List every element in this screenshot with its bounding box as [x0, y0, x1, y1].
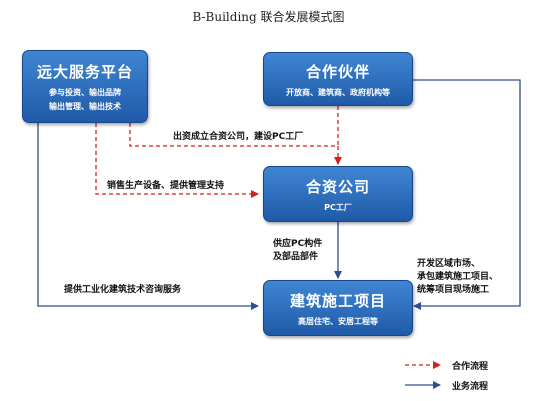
arrow-sell	[95, 123, 259, 198]
joint-venture-sub: PC工厂	[324, 203, 352, 212]
legend-cooperation-label: 合作流程	[452, 362, 489, 372]
arrow-invest	[129, 123, 342, 165]
label-supply-2: 及部品部件	[273, 252, 319, 262]
construction-project-name: 建筑施工项目	[289, 292, 386, 310]
label-sell: 销售生产设备、提供管理支持	[107, 181, 225, 191]
label-supply-1: 供应PC构件	[273, 239, 323, 249]
diagram-title: B-Building 联合发展模式图	[192, 10, 345, 24]
label-invest: 出资成立合资公司，建设PC工厂	[173, 132, 304, 142]
arrow-partner-project	[412, 79, 521, 310]
label-right-3: 统筹项目现场施工	[417, 285, 490, 295]
partner-sub: 开放商、建筑商、政府机构等	[286, 88, 390, 97]
joint-venture-box: 合资公司 PC工厂	[263, 166, 413, 222]
yuanda-platform-sub2: 输出管理、输出技术	[49, 102, 121, 111]
partner-box: 合作伙伴 开放商、建筑商、政府机构等	[263, 52, 413, 106]
label-right-2: 承包建筑施工项目、	[417, 272, 499, 282]
construction-project-box: 建筑施工项目 高层住宅、安居工程等	[263, 280, 413, 336]
construction-project-sub: 高层住宅、安居工程等	[298, 317, 378, 326]
partner-name: 合作伙伴	[305, 63, 370, 81]
yuanda-platform-name: 远大服务平台	[36, 63, 133, 81]
arrow-consult	[37, 123, 259, 310]
label-consult: 提供工业化建筑技术咨询服务	[64, 285, 182, 295]
yuanda-platform-box: 远大服务平台 参与投资、输出品牌 输出管理、输出技术	[22, 50, 148, 123]
joint-venture-name: 合资公司	[305, 178, 370, 196]
label-right-1: 开发区域市场、	[417, 259, 481, 269]
yuanda-platform-sub1: 参与投资、输出品牌	[49, 88, 121, 97]
legend-business-label: 业务流程	[452, 382, 489, 392]
